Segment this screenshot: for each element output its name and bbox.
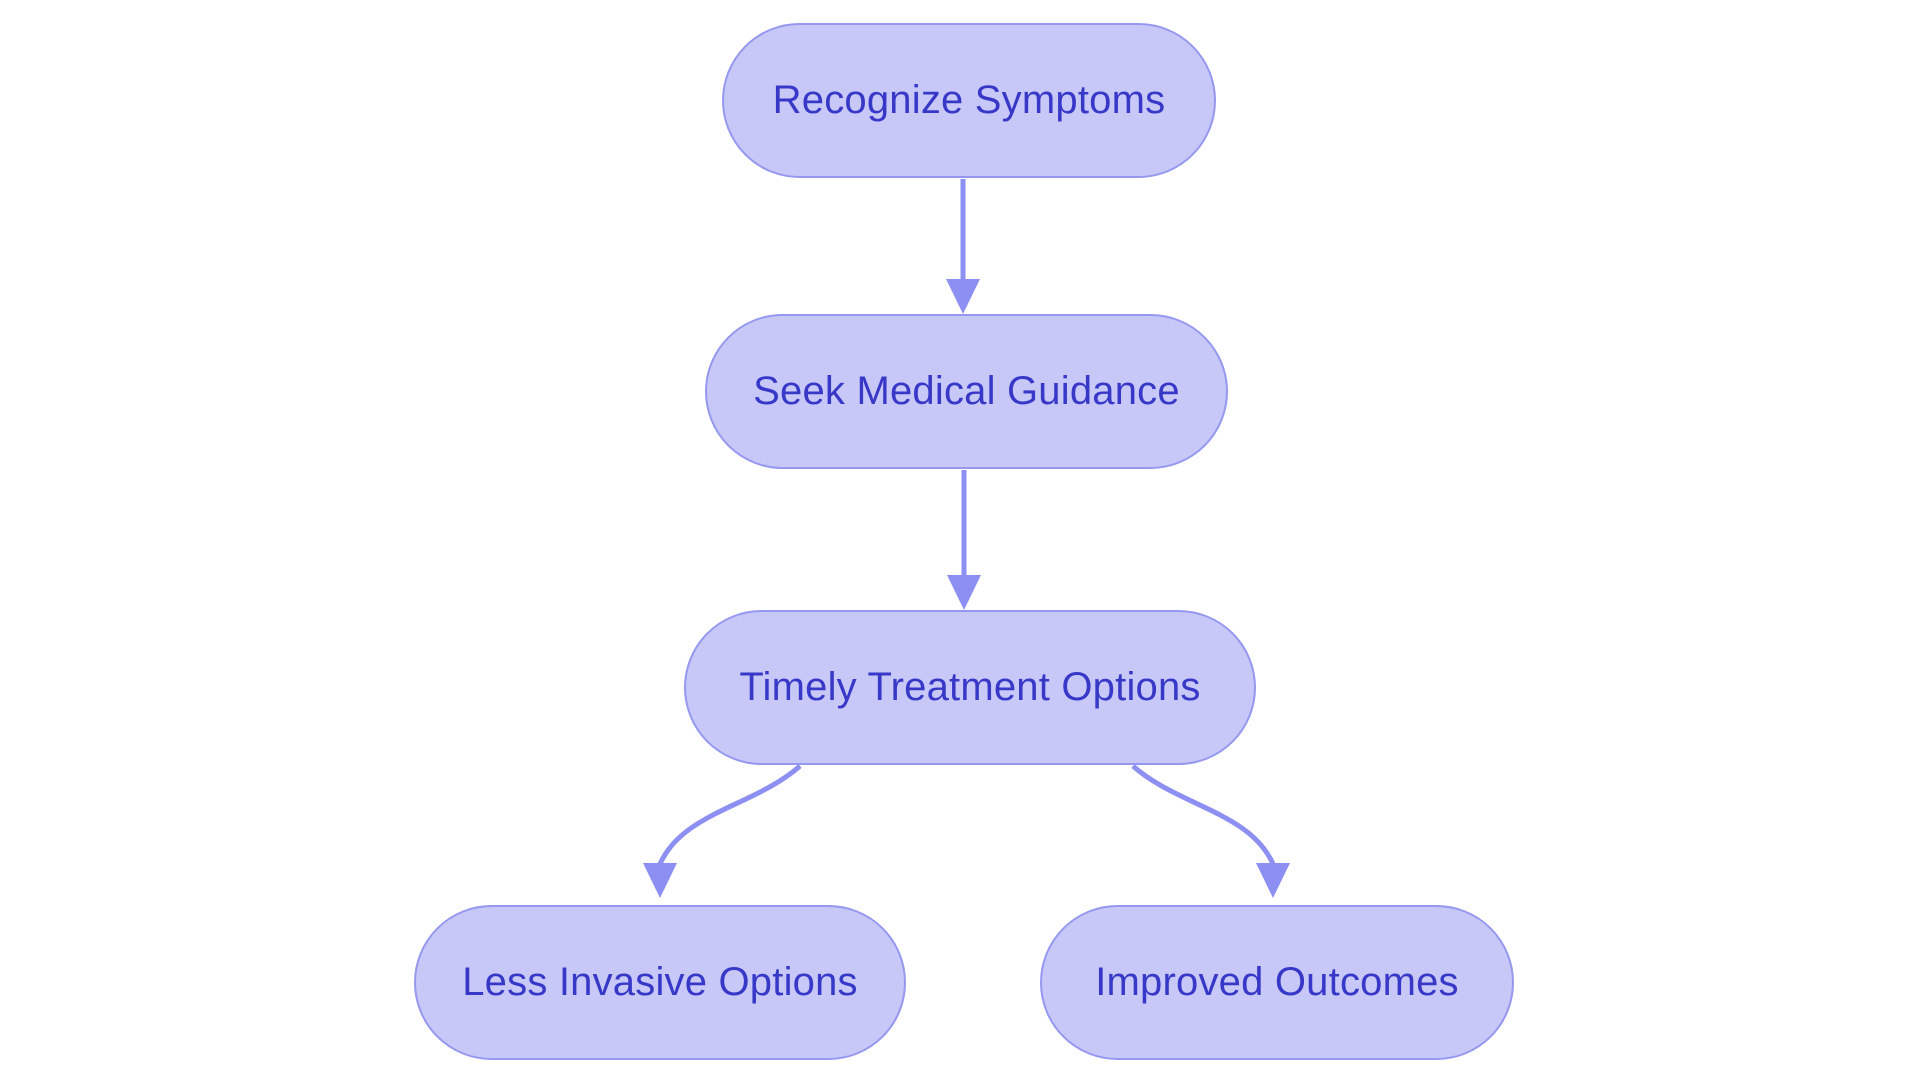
node-improved-outcomes: Improved Outcomes: [1040, 905, 1514, 1060]
node-label: Recognize Symptoms: [772, 78, 1166, 122]
edge-timely-to-improved: [1131, 764, 1290, 898]
node-seek-medical-guidance: Seek Medical Guidance: [705, 314, 1228, 469]
edge-timely-to-less-invasive: [643, 764, 802, 898]
node-label: Improved Outcomes: [1095, 960, 1459, 1004]
node-recognize-symptoms: Recognize Symptoms: [722, 23, 1216, 178]
arrowhead-down-icon: [1256, 863, 1290, 898]
node-timely-treatment-options: Timely Treatment Options: [684, 610, 1256, 765]
node-label: Less Invasive Options: [462, 960, 858, 1004]
arrowhead-down-icon: [947, 575, 981, 610]
node-label: Timely Treatment Options: [739, 665, 1201, 709]
edge-recognize-to-seek: [946, 179, 980, 314]
arrowhead-down-icon: [946, 279, 980, 314]
node-label: Seek Medical Guidance: [753, 369, 1180, 413]
node-less-invasive-options: Less Invasive Options: [414, 905, 906, 1060]
arrowhead-down-icon: [643, 863, 677, 898]
edge-seek-to-timely: [947, 470, 981, 610]
